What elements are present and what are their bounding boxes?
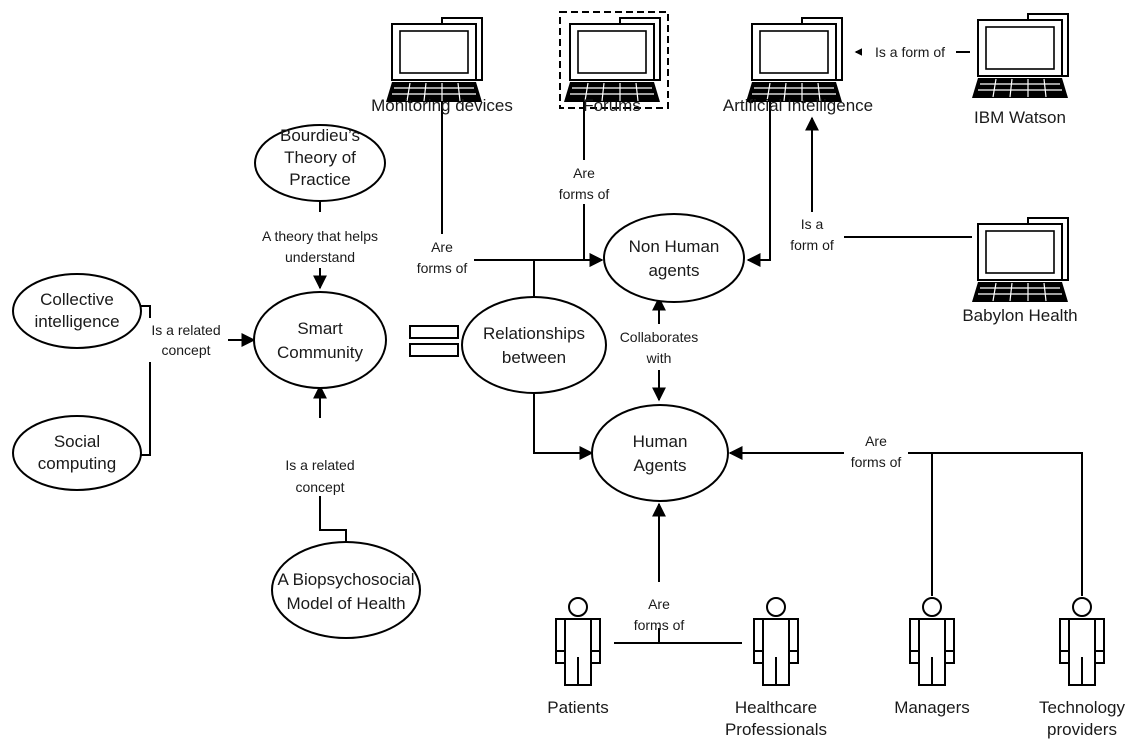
- person-icon: [1059, 597, 1105, 686]
- edge-bracket-left: [140, 305, 151, 456]
- collaborates-line-2: with: [646, 350, 672, 366]
- social-line-2: computing: [38, 454, 116, 473]
- person-icon: [753, 597, 799, 686]
- smart-line-2: Community: [277, 343, 363, 362]
- computer-icon: [971, 13, 1069, 99]
- human-line-2: Agents: [634, 456, 687, 475]
- edge-ai-nonhuman: [746, 88, 771, 267]
- staff-are-line-2: forms of: [851, 454, 902, 470]
- relationships-line-2: between: [502, 348, 566, 367]
- tech-providers-line-1: Technology: [1039, 698, 1126, 717]
- forums-label: Forums: [583, 96, 641, 115]
- theory-line-1: A theory that helps: [262, 228, 378, 244]
- related-left-line-1: Is a related: [151, 322, 220, 338]
- human-agents-node: [591, 404, 729, 502]
- ibm-watson-label: IBM Watson: [974, 108, 1066, 127]
- relationships-between-node: [461, 296, 607, 394]
- is-a-form-of-watson-label: Is a form of: [875, 44, 945, 60]
- edge-techprov: [932, 452, 1083, 596]
- healthcare-line-2: Professionals: [725, 720, 827, 739]
- related-bottom-line-1: Is a related: [285, 457, 354, 473]
- non-human-line-2: agents: [648, 261, 699, 280]
- computer-icon: [745, 17, 843, 103]
- theory-line-2: understand: [285, 249, 355, 265]
- collective-line-1: Collective: [40, 290, 114, 309]
- social-computing-node: [12, 415, 142, 491]
- collective-intelligence-node: [12, 273, 142, 349]
- monitoring-are-line-1: Are: [431, 239, 453, 255]
- related-bottom-line-2: concept: [295, 479, 344, 495]
- related-left-line-2: concept: [161, 342, 210, 358]
- person-icon: [555, 597, 601, 686]
- bourdieu-line-3: Practice: [289, 170, 350, 189]
- bio-line-1: A Biopsychosocial: [277, 570, 414, 589]
- forums-are-line-1: Are: [573, 165, 595, 181]
- staff-are-line-1: Are: [865, 433, 887, 449]
- patients-are-line-1: Are: [648, 596, 670, 612]
- social-line-1: Social: [54, 432, 100, 451]
- non-human-line-1: Non Human: [629, 237, 720, 256]
- edge-rel-human: [533, 392, 594, 460]
- equals-top: [409, 325, 459, 339]
- computer-icon: [559, 11, 669, 109]
- healthcare-line-1: Healthcare: [735, 698, 817, 717]
- non-human-agents-node: [603, 213, 745, 303]
- babylon-is-line-2: form of: [790, 237, 834, 253]
- smart-line-1: Smart: [297, 319, 343, 338]
- smart-community-node: [253, 291, 387, 389]
- computer-icon: [385, 17, 483, 103]
- bourdieu-node: [254, 124, 386, 202]
- bourdieu-line-2: Theory of: [284, 148, 356, 167]
- monitoring-are-line-2: forms of: [417, 260, 468, 276]
- tech-providers-line-2: providers: [1047, 720, 1117, 739]
- babylon-health-label: Babylon Health: [962, 306, 1077, 325]
- patients-label: Patients: [547, 698, 608, 717]
- babylon-is-line-1: Is a: [801, 216, 824, 232]
- computer-icon: [971, 217, 1069, 303]
- artificial-intelligence-label: Artificial Intelligence: [723, 96, 873, 115]
- person-icon: [909, 597, 955, 686]
- human-line-1: Human: [633, 432, 688, 451]
- monitoring-devices-label: Monitoring devices: [371, 96, 513, 115]
- relationships-line-1: Relationships: [483, 324, 585, 343]
- patients-are-line-2: forms of: [634, 617, 685, 633]
- managers-label: Managers: [894, 698, 970, 717]
- bourdieu-line-1: Bourdieu’s: [280, 126, 360, 145]
- collective-line-2: intelligence: [34, 312, 119, 331]
- equals-bottom: [409, 343, 459, 357]
- collaborates-line-1: Collaborates: [620, 329, 699, 345]
- edge-bio-stem: [319, 485, 347, 542]
- bio-line-2: Model of Health: [286, 594, 405, 613]
- biopsychosocial-node: [271, 541, 421, 639]
- forums-are-line-2: forms of: [559, 186, 610, 202]
